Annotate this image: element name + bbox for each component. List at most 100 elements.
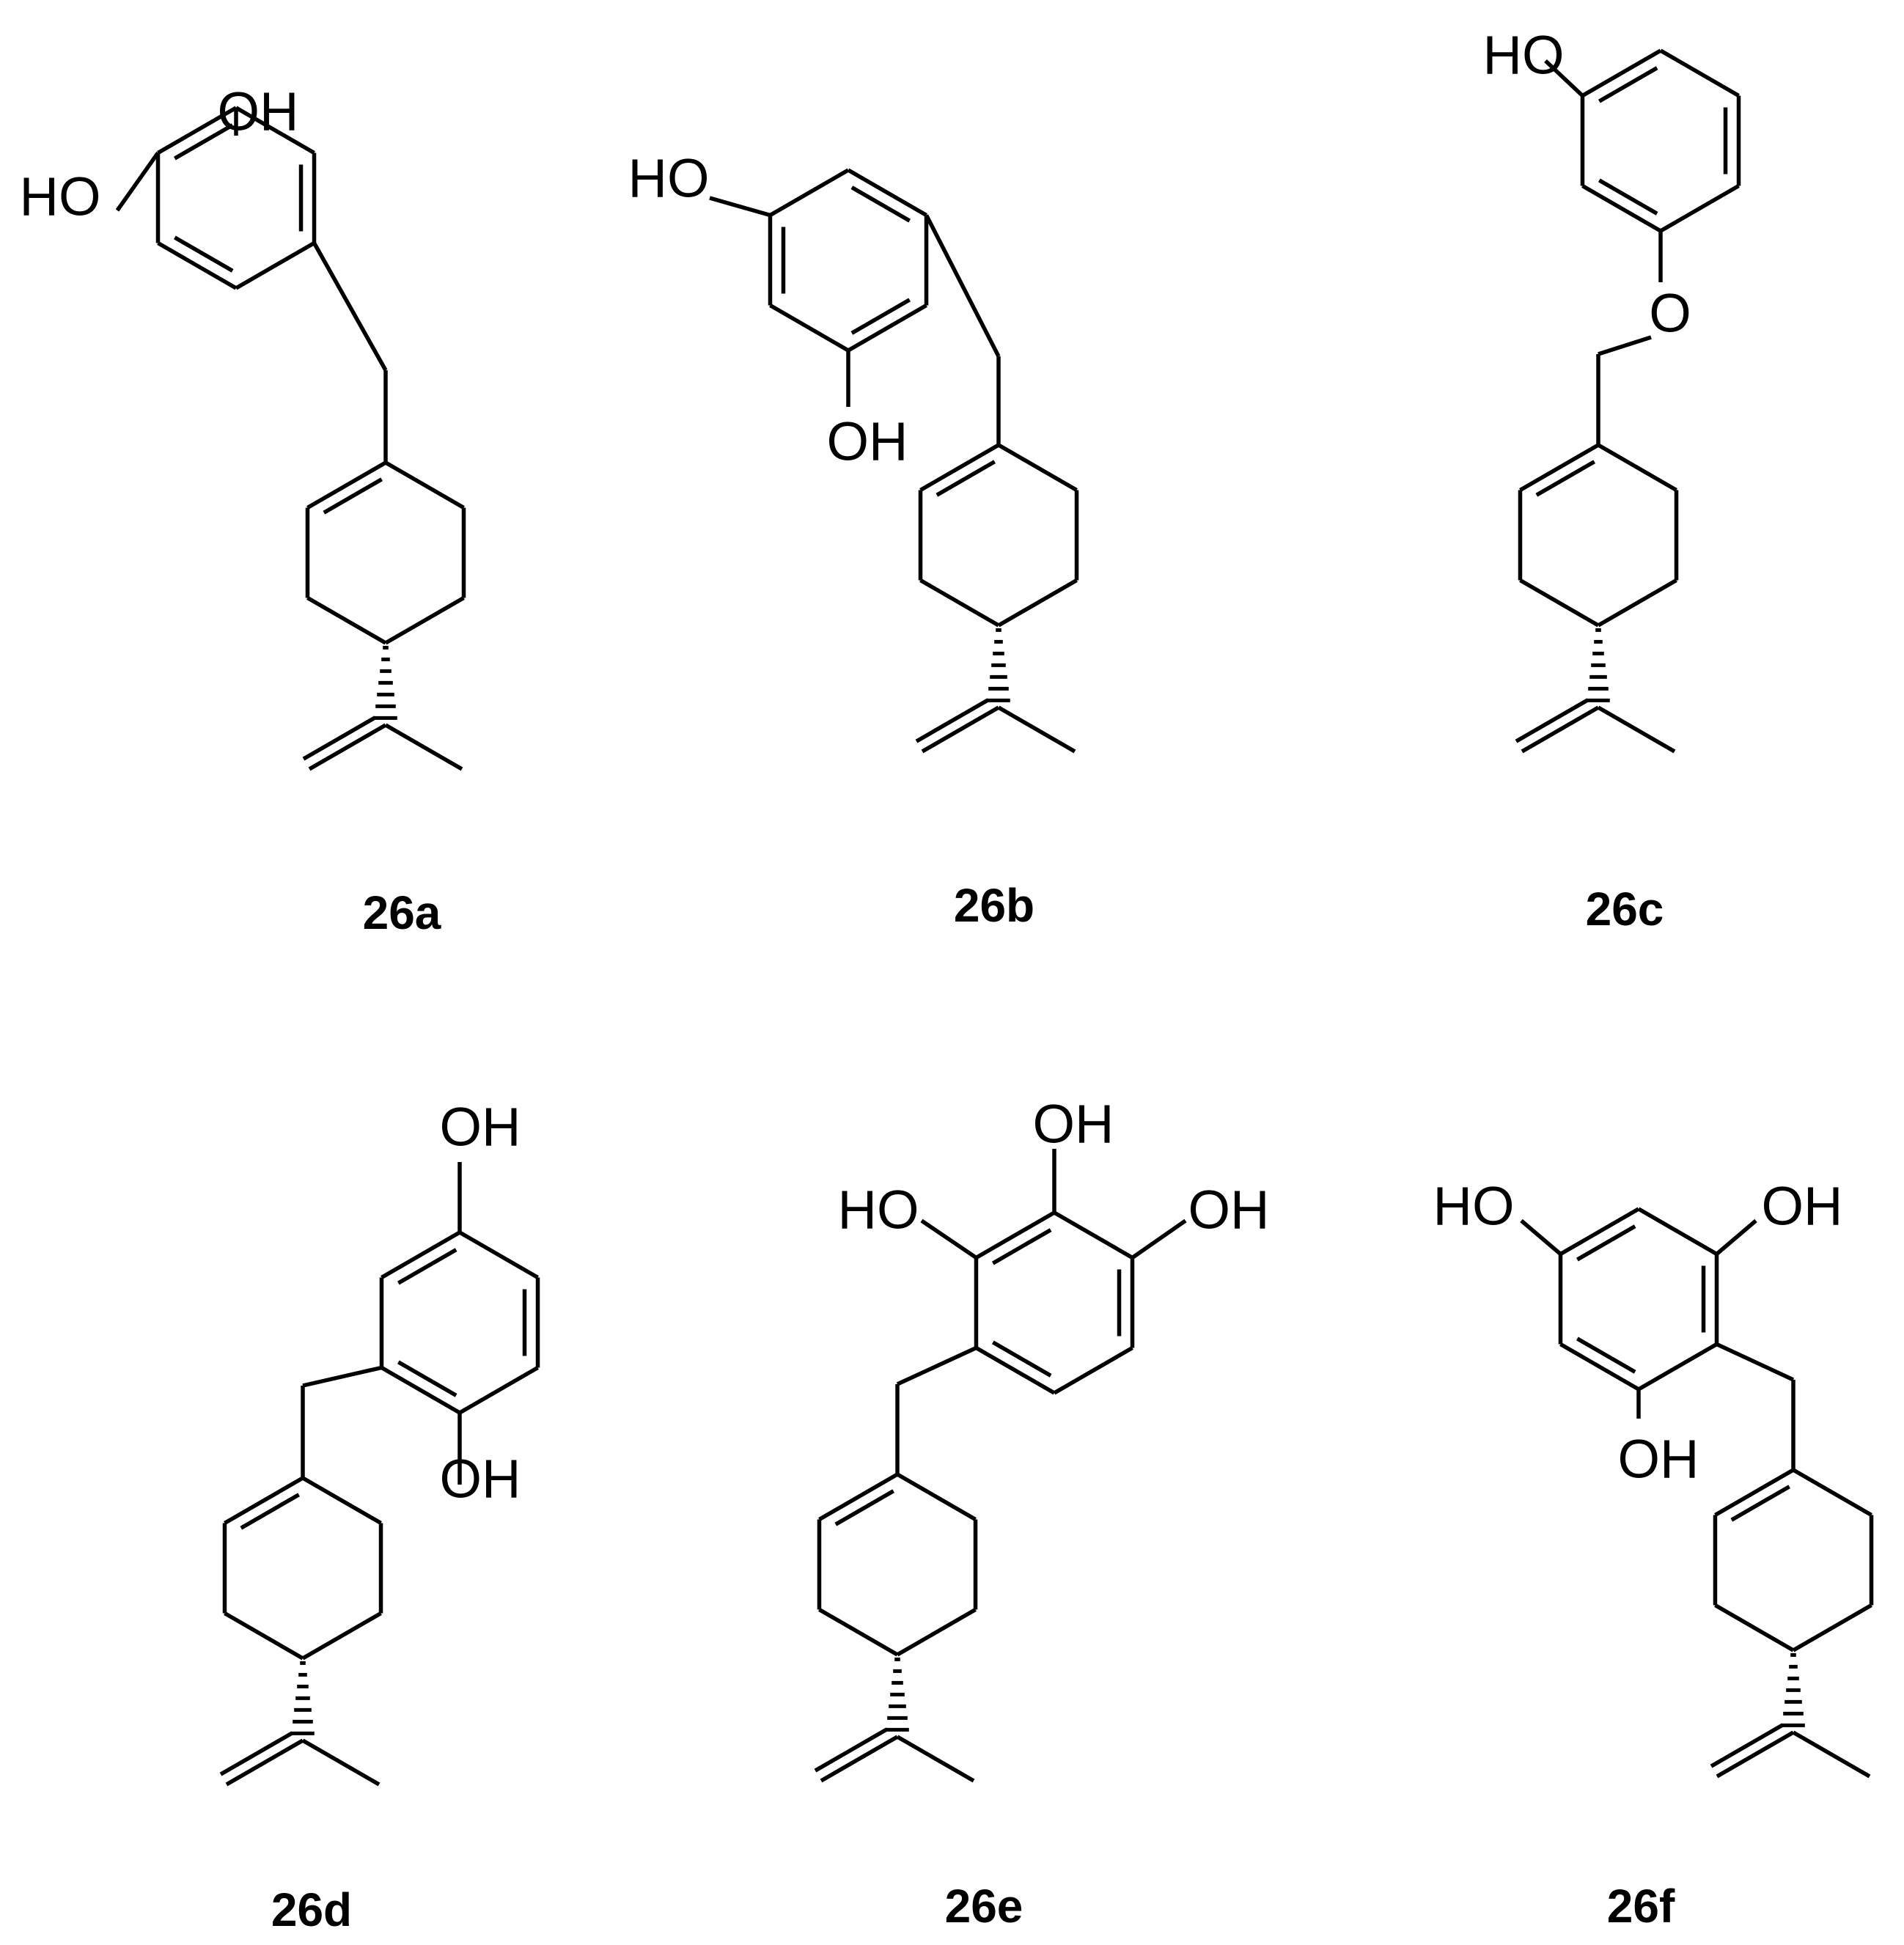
- double-bond-inner-line: [397, 1360, 457, 1397]
- compound-label: 26d: [271, 1883, 352, 1936]
- methylene-bond: [312, 242, 388, 372]
- o-bond: [1544, 59, 1584, 98]
- double-bond-inner-line: [834, 1489, 895, 1526]
- vinyl-double-bond-line: [302, 716, 377, 761]
- atom-label-ho: HO: [20, 166, 101, 227]
- double-bond-inner-line: [240, 1493, 301, 1530]
- ring-bond: [896, 1472, 977, 1521]
- double-bond-inner-line: [323, 477, 383, 515]
- ring-bond: [1053, 1346, 1133, 1395]
- ring-bond: [1714, 1603, 1795, 1652]
- ring-bond: [301, 1611, 382, 1661]
- ring-bond: [818, 1608, 899, 1657]
- ring-bond: [847, 304, 927, 353]
- atom-label-ho: HO: [838, 1180, 919, 1240]
- ring-bond: [381, 1366, 461, 1415]
- methyl-bond: [1792, 1730, 1871, 1779]
- ring-bond: [1659, 48, 1740, 98]
- vinyl-bond: [225, 1738, 304, 1787]
- ring-bond: [997, 578, 1078, 628]
- ring-bond: [235, 106, 315, 155]
- ring-bond: [1597, 443, 1677, 492]
- double-bond-inner-line: [1598, 178, 1658, 216]
- ring-bond: [458, 1366, 539, 1415]
- ring-bond: [818, 1472, 899, 1521]
- o-bond: [1715, 1218, 1757, 1256]
- ring-bond: [1792, 1603, 1872, 1652]
- compound-label: 26e: [945, 1880, 1023, 1933]
- double-bond-inner-line: [173, 123, 234, 161]
- atom-label-oh: OH: [1762, 1176, 1843, 1237]
- atom-label-oh: OH: [440, 1449, 521, 1510]
- ring-bond: [1637, 1207, 1718, 1256]
- o-bond: [709, 196, 771, 218]
- atom-label-o: O: [1649, 283, 1691, 344]
- vinyl-bond: [921, 705, 1000, 754]
- ring-bond: [306, 596, 387, 645]
- ring-bond: [975, 1210, 1056, 1260]
- ring-bond: [384, 460, 465, 510]
- vinyl-bond: [308, 723, 387, 771]
- ring-bond: [975, 1346, 1056, 1395]
- vinyl-bond: [1521, 705, 1600, 754]
- double-bond-inner-line: [850, 185, 911, 223]
- ring-bond: [235, 241, 315, 290]
- ether-bond: [1598, 335, 1652, 356]
- ring-bond: [1053, 1210, 1133, 1260]
- vinyl-double-bond-line: [1710, 1723, 1784, 1768]
- ring-bond: [1559, 1342, 1640, 1391]
- atom-label-oh: OH: [440, 1097, 521, 1158]
- ring-bond: [224, 1611, 304, 1661]
- ring-bond: [896, 1608, 977, 1657]
- atom-label-ho: HO: [1483, 25, 1565, 86]
- compound-26e: OH HO OH 26e: [814, 1094, 1270, 1933]
- double-bond-inner-line: [397, 1248, 457, 1285]
- double-bond-inner-line: [1730, 1485, 1791, 1522]
- compound-26f: HO OH OH 26f: [1433, 1176, 1874, 1933]
- vinyl-bond: [820, 1735, 899, 1783]
- o-bond: [1131, 1218, 1187, 1260]
- ring-bond: [1659, 184, 1740, 233]
- methyl-bond: [301, 1738, 381, 1787]
- ring-bond: [997, 443, 1078, 492]
- ring-bond: [458, 1230, 539, 1279]
- o-bond: [920, 1218, 978, 1260]
- ring-bond: [1581, 48, 1662, 98]
- ring-bond: [1714, 1468, 1795, 1517]
- ring-bond: [847, 168, 927, 217]
- o-bond: [1520, 1218, 1562, 1256]
- compound-26d: OH OH 26d: [219, 1097, 540, 1936]
- vinyl-double-bond-line: [1515, 698, 1589, 743]
- double-bond-inner-line: [936, 460, 996, 497]
- double-bond-inner-line: [173, 235, 234, 273]
- ring-bond: [1597, 578, 1677, 628]
- atom-label-oh: OH: [1033, 1094, 1114, 1155]
- methyl-bond: [1597, 705, 1676, 754]
- compound-label: 26b: [954, 879, 1034, 932]
- ring-bond: [157, 106, 238, 155]
- double-bond-inner-line: [1576, 1224, 1636, 1262]
- double-bond-inner-line: [1535, 460, 1596, 497]
- atom-label-ho: HO: [1433, 1176, 1515, 1237]
- vinyl-double-bond-line: [219, 1731, 294, 1776]
- ring-bond: [306, 460, 387, 510]
- methylene-bond: [302, 1365, 383, 1388]
- compound-label: 26f: [1607, 1880, 1675, 1933]
- methyl-bond: [997, 705, 1076, 754]
- ring-bond: [224, 1476, 304, 1525]
- double-bond-inner-line: [850, 298, 911, 335]
- vinyl-bond: [1716, 1730, 1795, 1779]
- ring-bond: [919, 578, 1000, 628]
- atom-label-oh: OH: [1188, 1180, 1270, 1240]
- methylene-bond: [896, 1346, 977, 1386]
- ring-bond: [1519, 578, 1600, 628]
- compound-label: 26a: [363, 886, 441, 939]
- ring-bond: [1519, 443, 1600, 492]
- double-bond-inner-line: [991, 1228, 1052, 1265]
- ring-bond: [1559, 1207, 1640, 1256]
- atom-label-oh: OH: [1618, 1429, 1699, 1490]
